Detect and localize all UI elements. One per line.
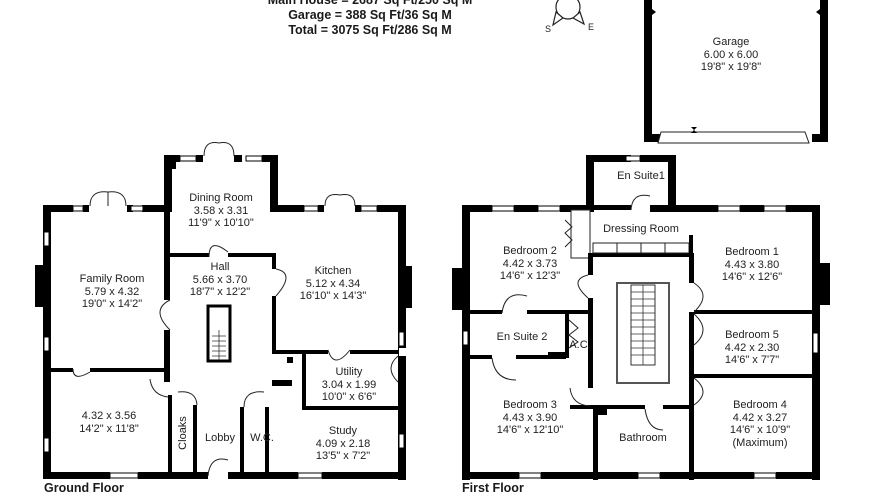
bedroom-5-label: Bedroom 5 4.42 x 2.30 14'6" x 7'7"	[724, 329, 780, 366]
garage-area: Garage = 388 Sq Ft/36 Sq M	[288, 8, 452, 22]
unnamed-room-label: 4.32 x 3.56 14'2" x 11'8"	[79, 410, 139, 435]
first-floor-title: First Floor	[462, 481, 524, 495]
ac-label: A.C.	[569, 339, 591, 351]
ground-floor-title: Ground Floor	[44, 481, 124, 495]
main-house-area: Main House = 2687 Sq Ft/250 Sq M	[267, 0, 473, 7]
area-summary: Main House = 2687 Sq Ft/250 Sq M Garage …	[250, 0, 490, 38]
lobby-label: Lobby	[205, 432, 235, 444]
dining-room-label: Dining Room 3.58 x 3.31 11'9" x 10'10"	[188, 192, 254, 229]
compass-south-label: S	[545, 24, 552, 34]
total-area: Total = 3075 Sq Ft/286 Sq M	[288, 23, 452, 37]
garage-walls	[644, 0, 828, 144]
ground-floor-walls	[35, 155, 412, 480]
bathroom-label: Bathroom	[619, 432, 667, 444]
dressing-room-label: Dressing Room	[603, 223, 679, 235]
compass-icon	[552, 0, 586, 27]
en-suite1-label: En Suite1	[617, 170, 665, 182]
en-suite-2-label: En Suite 2	[496, 331, 548, 343]
bedroom-1-label: Bedroom 1 4.43 x 3.80 14'6" x 12'6"	[721, 246, 783, 283]
first-floor-door-swings	[491, 194, 704, 431]
bedroom-4-label: Bedroom 4 4.42 x 3.27 14'6" x 10'9" (Max…	[729, 399, 791, 449]
garage-label: Garage 6.00 x 6.00 19'8" x 19'8"	[700, 36, 762, 73]
study-label: Study 4.09 x 2.18 13'5" x 7'2"	[315, 425, 371, 462]
hall-label: Hall 5.66 x 3.70 18'7" x 12'2"	[189, 261, 251, 298]
bedroom-3-label: Bedroom 3 4.43 x 3.90 14'6" x 12'10"	[496, 399, 564, 436]
compass-east-label: E	[588, 22, 595, 32]
bedroom-2-label: Bedroom 2 4.42 x 3.73 14'6" x 12'3"	[499, 245, 561, 282]
cloaks-label: Cloaks	[176, 416, 189, 450]
family-room-label: Family Room 5.79 x 4.32 19'0" x 14'2"	[79, 273, 145, 310]
ground-floor-door-swings	[72, 142, 399, 477]
kitchen-label: Kitchen 5.12 x 4.34 16'10" x 14'3"	[299, 265, 367, 302]
utility-label: Utility 3.04 x 1.99 10'0" x 6'6"	[321, 366, 377, 403]
wc-label: W.C.	[250, 432, 274, 444]
first-floor-walls	[452, 155, 830, 480]
